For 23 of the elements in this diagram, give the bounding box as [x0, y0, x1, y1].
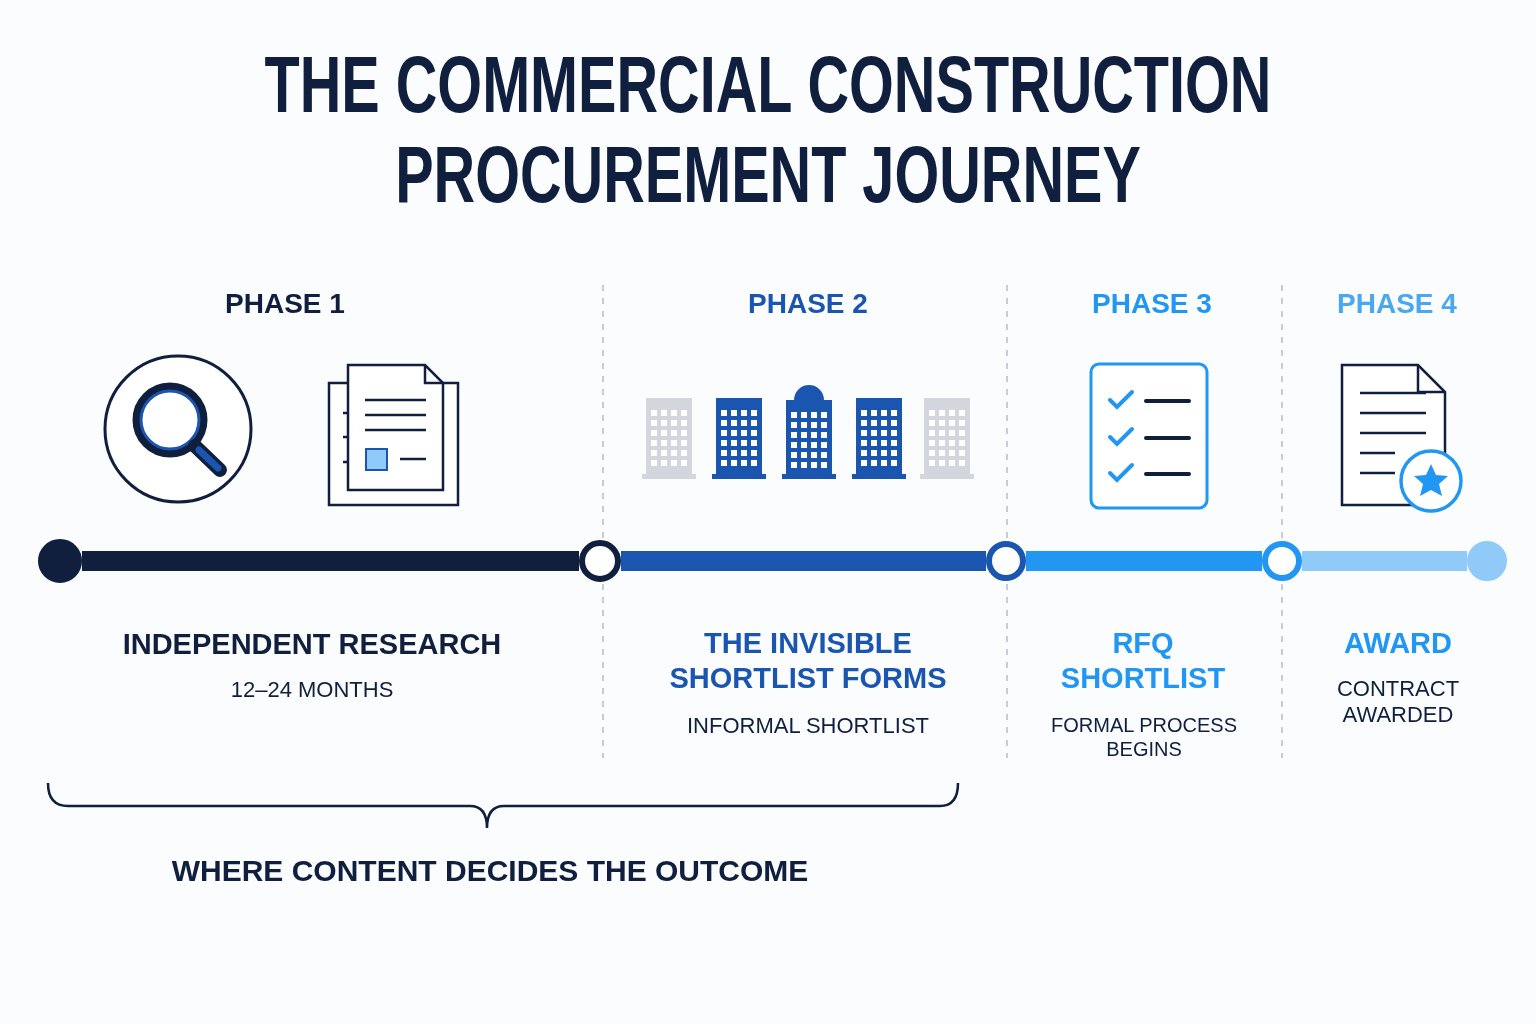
- timeline-node: [38, 539, 82, 583]
- phase-title: THE INVISIBLE SHORTLIST FORMS: [668, 626, 948, 696]
- phase-heading: PHASE 3: [1091, 287, 1213, 321]
- title: THE COMMERCIAL CONSTRUCTION PROCUREMENT JOURNEY: [263, 40, 1273, 220]
- bracket-caption: WHERE CONTENT DECIDES THE OUTCOME: [170, 853, 810, 889]
- phase-duration: 12–24 MONTHS: [229, 677, 395, 704]
- timeline-segment: [1302, 551, 1467, 571]
- phase-heading: PHASE 4: [1336, 287, 1458, 321]
- phase-heading: PHASE 1: [224, 287, 346, 321]
- phase-heading: PHASE 2: [747, 287, 869, 321]
- timeline-node: [1467, 541, 1507, 581]
- phase-description: CONTRACT AWARDED: [1335, 676, 1461, 729]
- phase-title: AWARD: [1343, 626, 1453, 661]
- phase-title: RFQ SHORTLIST: [1059, 626, 1227, 696]
- timeline-segment: [82, 551, 579, 571]
- timeline-node: [986, 541, 1026, 581]
- timeline-segment: [621, 551, 986, 571]
- phase-description: INFORMAL SHORTLIST: [685, 713, 930, 740]
- timeline-segment: [1026, 551, 1262, 571]
- phase-title: INDEPENDENT RESEARCH: [121, 627, 503, 662]
- phase-description: FORMAL PROCESS BEGINS: [1050, 713, 1238, 761]
- timeline-node: [1262, 541, 1302, 581]
- timeline-node: [579, 540, 621, 582]
